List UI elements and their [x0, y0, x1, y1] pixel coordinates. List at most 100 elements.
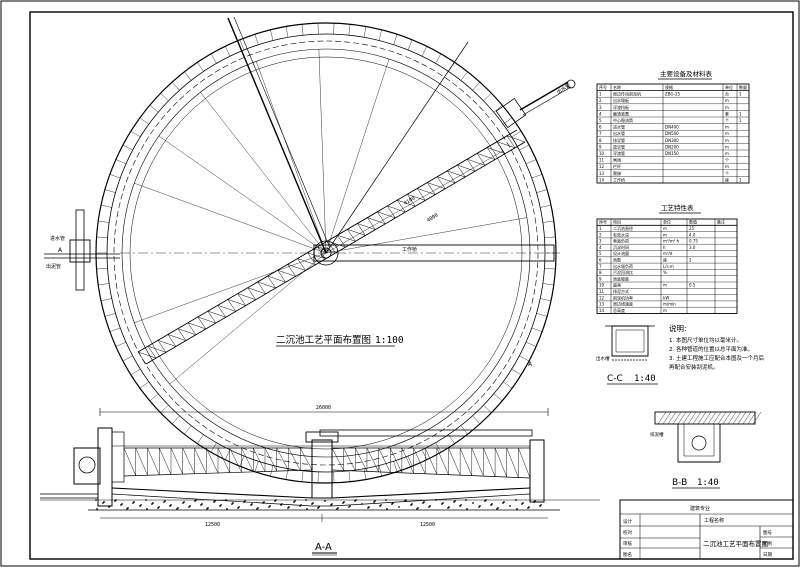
- cc-scale: 1:40: [634, 374, 656, 384]
- eq-cell-10-2: DN150: [665, 151, 679, 156]
- eq-header-0: 序号: [599, 84, 607, 90]
- plan-scale: 1:100: [375, 335, 404, 346]
- eq-cell-13-1: 爬梯: [613, 170, 621, 176]
- pr-cell-4-2: h: [663, 245, 666, 250]
- radial-lines: [134, 49, 527, 385]
- pr-cell-11-1: 排泥方式: [613, 288, 629, 294]
- pr-cell-2-2: m: [663, 232, 667, 237]
- eq-cell-8-2: DN300: [665, 138, 679, 143]
- pr-cell-2-1: 有效水深: [613, 231, 629, 237]
- tb-scale-label: 比例: [763, 540, 772, 547]
- aa-title: A-A: [315, 542, 332, 553]
- cc-launder: [611, 325, 649, 357]
- scraper-truss: [137, 129, 526, 365]
- pr-cell-9-1: 池底坡度: [613, 275, 629, 281]
- eq-cell-9-3: m: [725, 144, 729, 149]
- eq-cell-7-0: 7: [599, 131, 602, 136]
- aa-dim-total: 26000: [316, 405, 331, 411]
- sludge-pipe-diagonal-2: [233, 16, 331, 249]
- sludge-pipe-diagonal: [227, 17, 327, 254]
- pr-cell-7-1: 出水堰负荷: [613, 263, 633, 269]
- pr-cell-3-3: 0.75: [689, 239, 698, 244]
- eq-cell-1-3: 台: [725, 91, 729, 97]
- pr-cell-2-0: 2: [599, 232, 602, 237]
- eq-cell-2-3: m: [725, 98, 729, 103]
- tb-approve-label: 审核: [623, 540, 632, 547]
- eq-cell-7-2: DN500: [665, 131, 679, 136]
- bridge-label: 工作桥: [402, 246, 417, 253]
- pr-cell-5-2: m³/d: [663, 251, 673, 256]
- aa-dim-left: 12500: [205, 522, 220, 528]
- pr-cell-10-3: 0.5: [689, 283, 696, 288]
- eq-cell-14-4: 1: [739, 177, 742, 182]
- pr-cell-12-0: 12: [599, 295, 605, 300]
- pr-cell-10-0: 10: [599, 283, 605, 288]
- eq-cell-6-1: 进水管: [613, 124, 625, 130]
- pr-cell-5-0: 5: [599, 251, 602, 256]
- pr-cell-6-0: 6: [599, 258, 602, 263]
- aa-inlet-box: [73, 447, 101, 485]
- eq-cell-10-0: 10: [599, 151, 605, 156]
- pr-cell-8-0: 8: [599, 270, 602, 275]
- plan-view: 出水管 进水管 出泥管 A 工作桥 4100 4000 A 二沉池工艺平面布置图…: [44, 16, 576, 484]
- eq-cell-1-1: 周边传动刮泥机: [613, 91, 641, 97]
- eq-cell-11-0: 11: [599, 158, 605, 163]
- dim-b: 4000: [426, 212, 439, 223]
- pr-cell-3-0: 3: [599, 239, 602, 244]
- pr-cell-13-0: 13: [599, 302, 605, 307]
- dim-a: 4100: [403, 195, 416, 206]
- title-block: 建筑专业 工程名称 设计 校对 审核 图名 二沉池工艺平面布置图 图号 比例 日…: [619, 499, 794, 560]
- eq-cell-6-3: m: [725, 125, 729, 130]
- pr-cell-1-0: 1: [599, 226, 602, 231]
- pr-cell-4-0: 4: [599, 245, 602, 250]
- skimmer-line: [325, 41, 469, 254]
- pr-cell-14-0: 14: [599, 308, 605, 313]
- sheet-inner-border: [29, 11, 794, 560]
- eq-cell-13-3: 个: [725, 171, 729, 176]
- plan-title: 二沉池工艺平面布置图: [276, 334, 371, 346]
- eq-cell-4-1: 撇渣装置: [613, 110, 629, 116]
- bb-scale: 1:40: [697, 478, 719, 488]
- eq-cell-8-1: 排泥管: [613, 137, 625, 143]
- section-callout-a: A: [58, 247, 63, 254]
- process-table-title: 工艺特性表: [661, 203, 694, 212]
- eq-cell-7-3: m: [725, 131, 729, 136]
- eq-cell-14-1: 工作桥: [613, 176, 625, 182]
- drive-unit: [495, 97, 527, 129]
- outlet-pipe-end: [566, 79, 576, 89]
- bb-slab: [654, 411, 756, 425]
- eq-cell-4-4: 1: [739, 111, 742, 116]
- aa-tank-bottom: [111, 487, 531, 499]
- eq-cell-10-1: 浮渣管: [613, 150, 625, 156]
- bb-trough: [677, 424, 721, 463]
- eq-cell-2-1: 出水堰板: [613, 97, 629, 103]
- wall-hatching: [96, 23, 556, 483]
- eq-header-1: 名称: [613, 84, 621, 90]
- tb-drawing-name: 二沉池工艺平面布置图: [703, 539, 768, 548]
- pr-cell-7-2: L/s·m: [663, 264, 674, 269]
- pr-cell-10-2: m: [663, 283, 667, 288]
- pr-header-0: 序号: [599, 219, 607, 225]
- eq-cell-11-1: 闸阀: [613, 157, 621, 163]
- section-cc: 出水槽 C-C 1:40: [596, 325, 658, 385]
- outlet-pipe-line: [519, 81, 569, 111]
- equipment-table-title: 主要设备及材料表: [660, 69, 713, 78]
- pr-cell-7-0: 7: [599, 264, 602, 269]
- eq-header-3: 单位: [725, 84, 733, 90]
- aa-dim-right: 12500: [420, 522, 435, 528]
- pr-header-4: 备注: [717, 219, 725, 225]
- pr-cell-4-1: 沉淀时间: [613, 244, 629, 250]
- pr-cell-1-3: 25: [689, 226, 695, 231]
- eq-header-2: 规格: [665, 84, 673, 90]
- eq-cell-3-3: m: [725, 105, 729, 110]
- aa-center-top: [305, 431, 339, 443]
- pr-cell-8-1: 污泥回流比: [613, 269, 633, 275]
- eq-cell-10-3: m: [725, 151, 729, 156]
- section-aa: 26000 12500 12500: [40, 405, 600, 556]
- pr-cell-9-0: 9: [599, 276, 602, 281]
- eq-cell-5-0: 5: [599, 118, 602, 123]
- eq-cell-11-3: 个: [725, 158, 729, 163]
